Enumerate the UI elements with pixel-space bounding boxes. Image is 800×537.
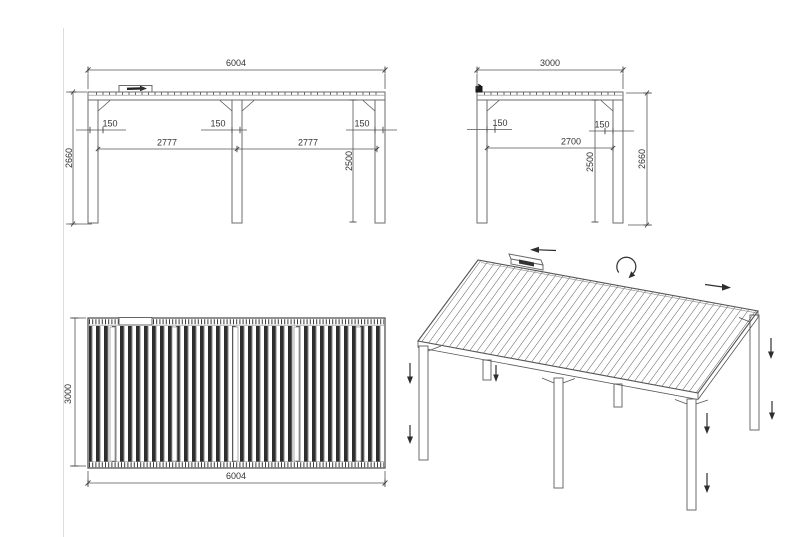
perspective-roof xyxy=(417,259,759,400)
down-arrow-icon xyxy=(704,473,710,493)
front-dim-bays: 2777 2777 xyxy=(95,138,380,153)
dim-label-side-width: 3000 xyxy=(540,58,560,68)
dim-label-plan-depth: 3000 xyxy=(63,384,73,404)
dim-label-side-offset-right: 150 xyxy=(594,120,609,130)
slide-left-arrow-icon xyxy=(530,246,557,253)
plan-view: 3000 6004 xyxy=(63,317,388,487)
dim-label-plan-width: 6004 xyxy=(226,471,246,481)
dim-label-side-offset-left: 150 xyxy=(492,118,507,128)
dim-label-side-height: 2660 xyxy=(637,149,647,169)
dim-label-side-clear-height: 2500 xyxy=(585,152,595,172)
front-dim-clear-height: 2500 xyxy=(344,99,357,223)
side-dim-height: 2660 xyxy=(626,90,652,228)
dim-label-front-clear-height: 2500 xyxy=(344,151,354,171)
front-dim-offset-left: 150 xyxy=(76,119,126,134)
front-dim-height: 2660 xyxy=(64,89,92,227)
front-dim-offset-right: 150 xyxy=(346,119,397,134)
plan-light-slat xyxy=(171,326,178,462)
front-motor-box xyxy=(118,85,153,93)
side-dim-width: 3000 xyxy=(474,58,626,89)
plan-dim-depth: 3000 xyxy=(63,317,86,467)
plan-light-slat xyxy=(355,326,362,462)
front-roof-beam xyxy=(87,91,386,101)
down-arrow-icon xyxy=(493,365,499,382)
plan-motor-box xyxy=(118,317,153,326)
plan-light-slat xyxy=(232,326,239,462)
dim-label-front-height: 2660 xyxy=(64,148,74,168)
dim-label-offset-left: 150 xyxy=(102,119,117,129)
dim-label-clear-span: 2700 xyxy=(561,137,581,147)
side-dim-clear-height: 2500 xyxy=(585,99,599,223)
dim-label-front-width: 6004 xyxy=(226,58,246,68)
side-posts xyxy=(476,99,624,224)
slide-right-arrow-icon xyxy=(704,283,731,291)
down-arrow-icon xyxy=(769,401,775,420)
dim-label-offset-middle: 150 xyxy=(210,119,225,129)
plan-light-slat xyxy=(109,326,116,462)
dim-label-bay-left: 2777 xyxy=(157,138,177,148)
dim-label-offset-right: 150 xyxy=(354,119,369,129)
front-elevation-view: 6004 2660 150 150 150 xyxy=(64,58,397,227)
side-elevation-view: 3000 150 150 2700 2500 xyxy=(467,58,652,228)
side-roof-beam xyxy=(476,91,624,101)
down-arrow-icon xyxy=(407,425,413,444)
plan-light-slat xyxy=(293,326,300,462)
perspective-view xyxy=(407,246,775,511)
plan-dim-width: 6004 xyxy=(85,471,388,487)
front-posts xyxy=(87,99,386,224)
front-dim-offset-middle: 150 xyxy=(201,119,247,134)
perspective-front-posts xyxy=(418,345,709,511)
side-motor-mark xyxy=(475,83,483,93)
down-arrow-icon xyxy=(768,338,774,359)
sheet-frame-line xyxy=(63,28,64,537)
down-arrow-icon xyxy=(407,363,413,384)
side-dim-offset-left: 150 xyxy=(467,118,512,133)
down-arrow-icon xyxy=(704,413,710,434)
dim-label-bay-right: 2777 xyxy=(298,138,318,148)
front-dim-width: 6004 xyxy=(85,58,388,89)
rotate-arrow-icon xyxy=(616,256,637,279)
side-dim-offset-right: 150 xyxy=(589,120,634,135)
plan-roof xyxy=(87,317,386,469)
side-dim-clear-span: 2700 xyxy=(484,137,616,152)
perspective-motor-box xyxy=(508,253,544,271)
